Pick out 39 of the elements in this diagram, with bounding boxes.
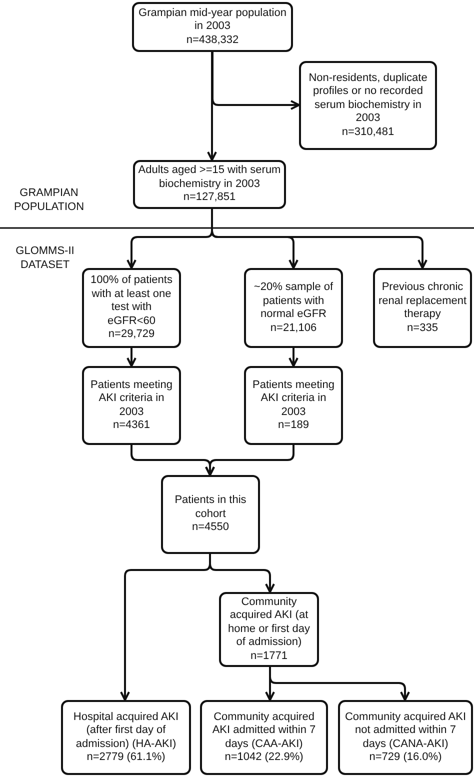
box-text: n=2779 (61.1%) <box>86 751 166 764</box>
process-box <box>299 61 437 150</box>
section-label: GLOMMS-II DATASET <box>14 244 76 272</box>
box-text: n=310,481 <box>342 126 394 140</box>
arrow <box>209 554 275 593</box>
process-box <box>82 268 181 348</box>
section-label: GRAMPIAN POPULATION <box>12 186 86 214</box>
process-box <box>133 160 286 209</box>
box-text: n=189 <box>278 419 309 432</box>
process-box <box>132 2 293 52</box>
box-text: n=4361 <box>112 419 150 432</box>
box-text: Community acquired AKI not admitted within 7 days (CANA-AKI) <box>344 710 468 751</box>
arrow <box>126 348 136 367</box>
arrow <box>212 52 300 110</box>
box-text: n=29,729 <box>108 328 155 342</box>
box-text: n=21,106 <box>270 322 317 335</box>
arrow <box>269 667 410 701</box>
arrow <box>288 348 298 367</box>
box-text: Hospital acquired AKI (after first day of admission) (HA-AKI) <box>72 710 180 751</box>
box-text: n=1042 (22.9%) <box>224 751 304 764</box>
box-text: Community acquired AKI (at home or first day of admission) <box>227 596 311 650</box>
box-text: n=4550 <box>192 521 229 535</box>
process-box <box>244 268 343 348</box>
process-box <box>338 700 473 775</box>
arrow <box>207 52 217 161</box>
box-text: n=729 (16.0%) <box>369 751 442 764</box>
arrow <box>211 209 428 269</box>
box-text: Community acquired AKI admitted within 7 days (CAA-AKI) <box>211 710 317 751</box>
box-text: n=1771 <box>250 650 288 664</box>
process-box <box>82 366 181 445</box>
process-box <box>219 592 319 667</box>
process-box <box>244 366 343 445</box>
box-text: n=127,851 <box>183 191 236 205</box>
process-box <box>61 700 191 775</box>
box-text: n=335 <box>407 322 438 335</box>
process-box <box>200 700 328 775</box>
process-box <box>373 268 472 348</box>
process-box <box>161 475 260 554</box>
box-text: n=438,332 <box>186 34 239 48</box>
